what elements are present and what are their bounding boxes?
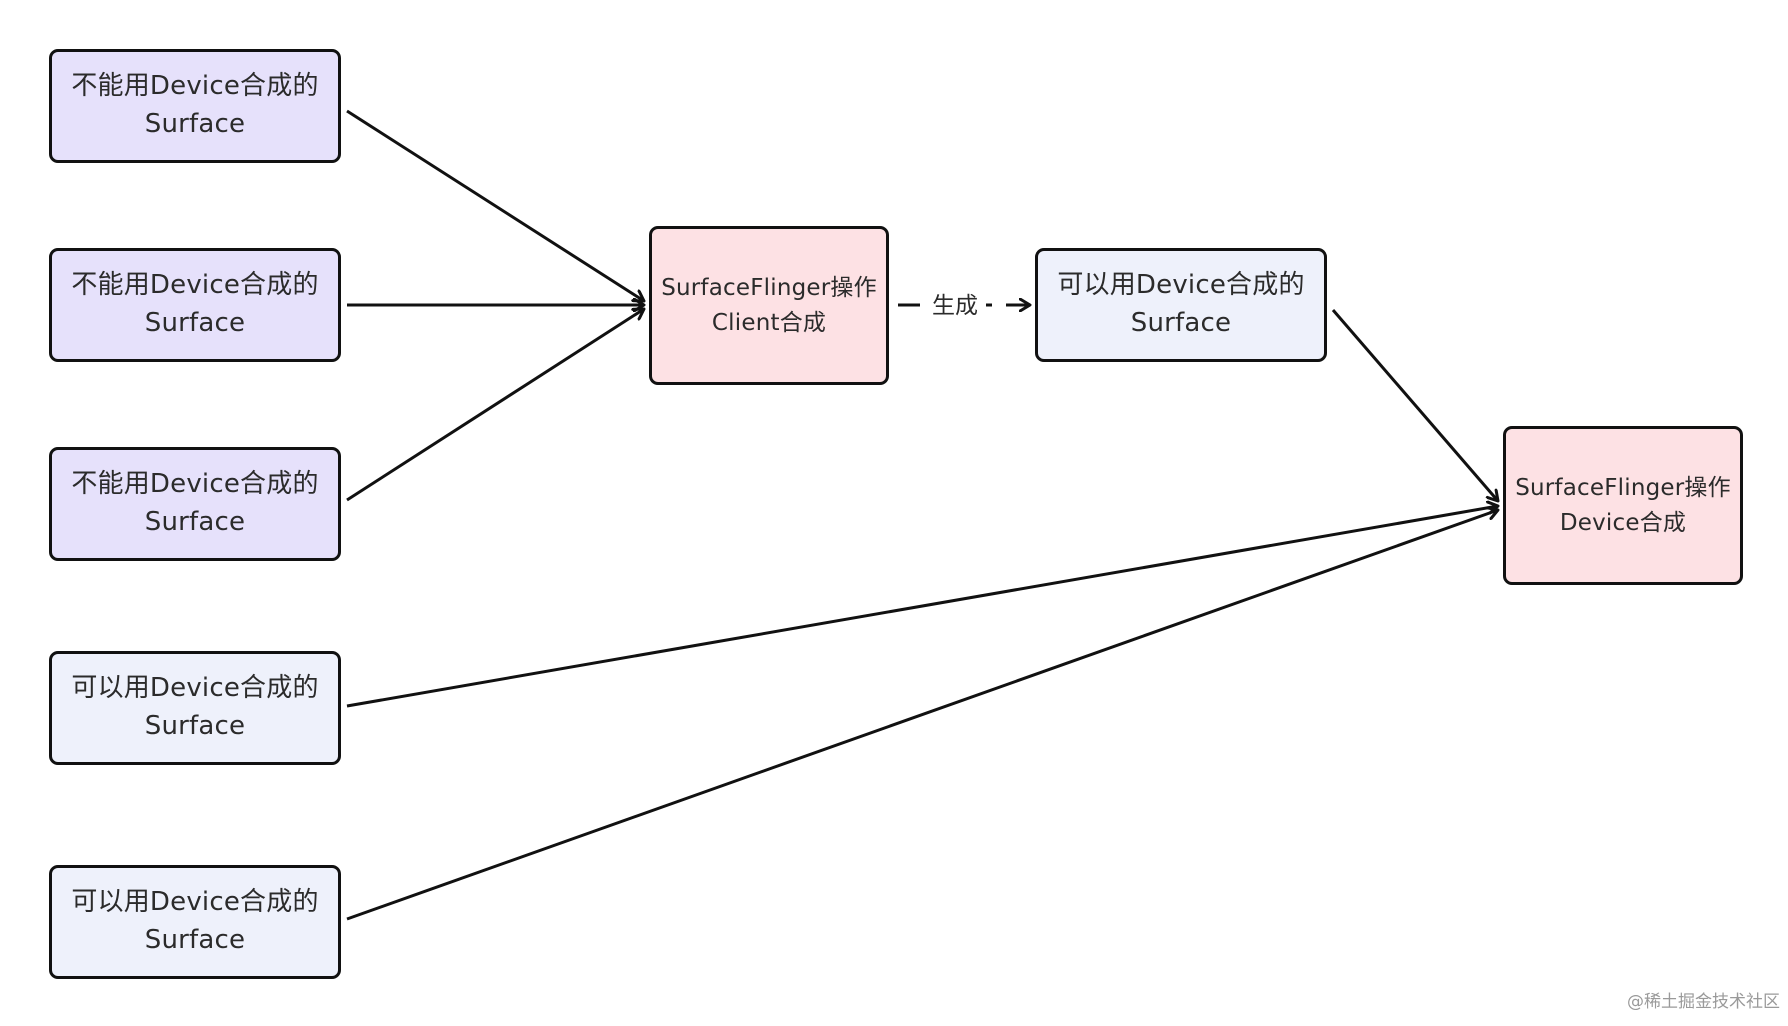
node-device-surface-1[interactable]: 可以用Device合成的 Surface bbox=[49, 651, 341, 765]
node-client-composition[interactable]: SurfaceFlinger操作 Client合成 bbox=[649, 226, 889, 385]
edge-label-generate: 生成 bbox=[924, 291, 986, 321]
node-non-device-surface-1[interactable]: 不能用Device合成的 Surface bbox=[49, 49, 341, 163]
node-text-line1: 可以用Device合成的 bbox=[71, 673, 319, 704]
node-text-line2: Surface bbox=[144, 109, 246, 139]
edge-generated-to-device bbox=[1331, 309, 1498, 501]
node-text-line1: 可以用Device合成的 bbox=[1057, 270, 1305, 301]
node-text-line1: SurfaceFlinger操作 bbox=[1515, 475, 1731, 501]
node-text-line2: Surface bbox=[144, 308, 246, 338]
node-non-device-surface-2[interactable]: 不能用Device合成的 Surface bbox=[49, 248, 341, 362]
node-text-line1: 不能用Device合成的 bbox=[71, 270, 319, 301]
edge-left4-to-device bbox=[346, 506, 1498, 708]
node-text-line1: 可以用Device合成的 bbox=[71, 887, 319, 918]
edge-left1-to-client bbox=[346, 109, 644, 301]
node-device-surface-2[interactable]: 可以用Device合成的 Surface bbox=[49, 865, 341, 979]
node-text-line2: Surface bbox=[144, 507, 246, 537]
node-text-line2: Device合成 bbox=[1559, 509, 1687, 536]
node-text-line1: SurfaceFlinger操作 bbox=[661, 275, 877, 301]
node-text-line1: 不能用Device合成的 bbox=[71, 469, 319, 500]
node-non-device-surface-3[interactable]: 不能用Device合成的 Surface bbox=[49, 447, 341, 561]
node-device-composition[interactable]: SurfaceFlinger操作 Device合成 bbox=[1503, 426, 1743, 585]
node-text-line2: Surface bbox=[144, 711, 246, 741]
watermark-text: @稀土掘金技术社区 bbox=[1627, 992, 1780, 1012]
node-text-line2: Surface bbox=[1130, 308, 1232, 338]
edge-left3-to-client bbox=[346, 309, 644, 502]
node-text-line2: Client合成 bbox=[711, 309, 827, 336]
edge-left5-to-device bbox=[346, 510, 1498, 921]
node-text-line2: Surface bbox=[144, 925, 246, 955]
node-text-line1: 不能用Device合成的 bbox=[71, 71, 319, 102]
node-generated-device-surface[interactable]: 可以用Device合成的 Surface bbox=[1035, 248, 1327, 362]
